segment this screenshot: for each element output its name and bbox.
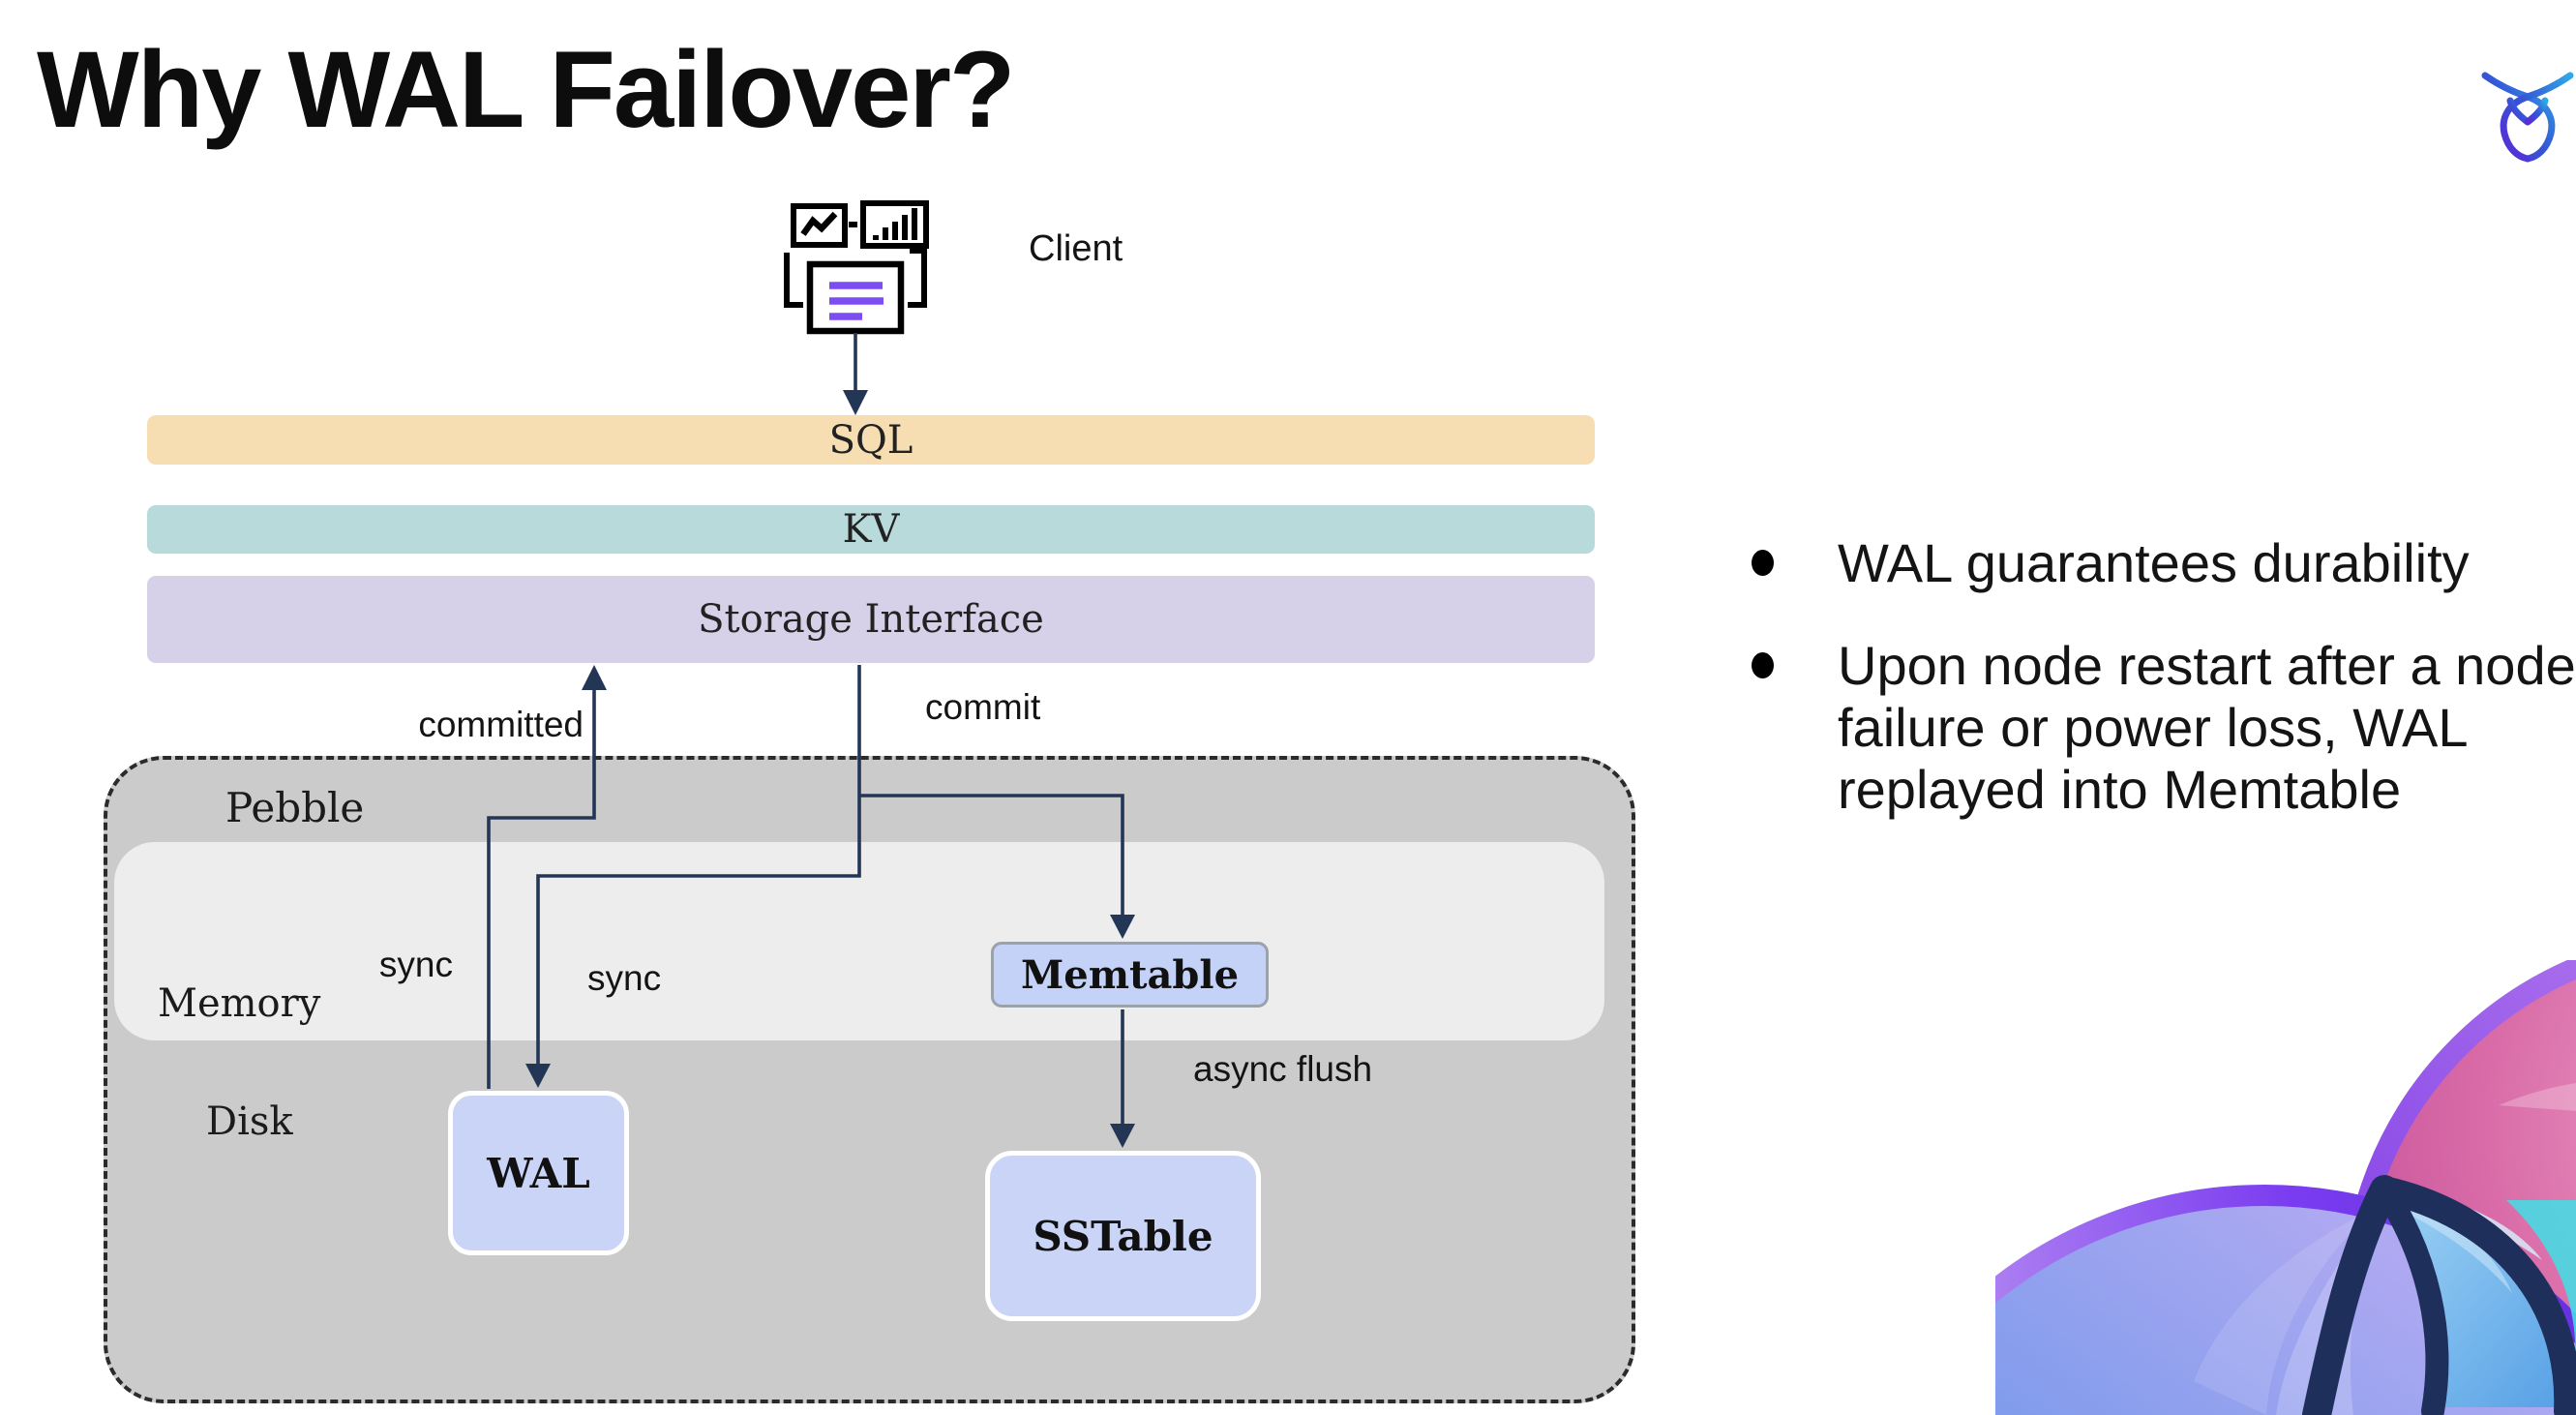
layer-bar-storage-interface: Storage Interface [147, 576, 1595, 663]
memtable-node: Memtable [991, 942, 1269, 1008]
sstable-node: SSTable [985, 1151, 1261, 1321]
arrowhead-sql [843, 390, 868, 415]
arrowhead-committed [582, 665, 607, 690]
layer-storage-label: Storage Interface [698, 597, 1044, 642]
screen-brackets [784, 248, 927, 308]
cockroachdb-brand-art [1995, 960, 2576, 1415]
bullet-dot-icon [1752, 652, 1774, 678]
bullet-text: Upon node restart after a node failure o… [1838, 635, 2576, 820]
dash-connector [849, 222, 857, 227]
wal-node: WAL [448, 1091, 629, 1255]
memory-label: Memory [158, 981, 321, 1026]
edge-label-async-flush: async flush [1193, 1049, 1373, 1089]
edge-label-committed: committed [418, 705, 584, 744]
edge-label-sync-left: sync [378, 945, 453, 984]
disk-label: Disk [206, 1099, 293, 1144]
list-item: WAL guarantees durability [1742, 532, 2576, 594]
edge-label-commit: commit [925, 687, 1041, 727]
bullet-dot-icon [1752, 550, 1774, 576]
layer-sql-label: SQL [828, 417, 914, 463]
list-item: Upon node restart after a node failure o… [1742, 635, 2576, 821]
layer-bar-sql: SQL [147, 415, 1595, 465]
page-title: Why WAL Failover? [37, 29, 1015, 150]
layer-bar-kv: KV [147, 505, 1595, 554]
bar-chart-icon [860, 200, 929, 249]
client-dashboard-icon [784, 200, 929, 335]
layer-kv-label: KV [842, 507, 900, 552]
memory-band [114, 842, 1604, 1040]
pebble-title: Pebble [225, 784, 365, 831]
sql-document-icon [806, 260, 905, 335]
sstable-label: SSTable [1033, 1212, 1213, 1260]
cockroachdb-logo-icon [2481, 72, 2574, 163]
bullet-text: WAL guarantees durability [1838, 532, 2470, 593]
memtable-label: Memtable [1020, 951, 1240, 998]
line-chart-icon [791, 203, 848, 248]
client-label: Client [1029, 228, 1123, 269]
wal-label: WAL [487, 1149, 590, 1197]
bullet-list: WAL guarantees durability Upon node rest… [1742, 532, 2576, 861]
edge-label-sync-right: sync [587, 958, 662, 998]
